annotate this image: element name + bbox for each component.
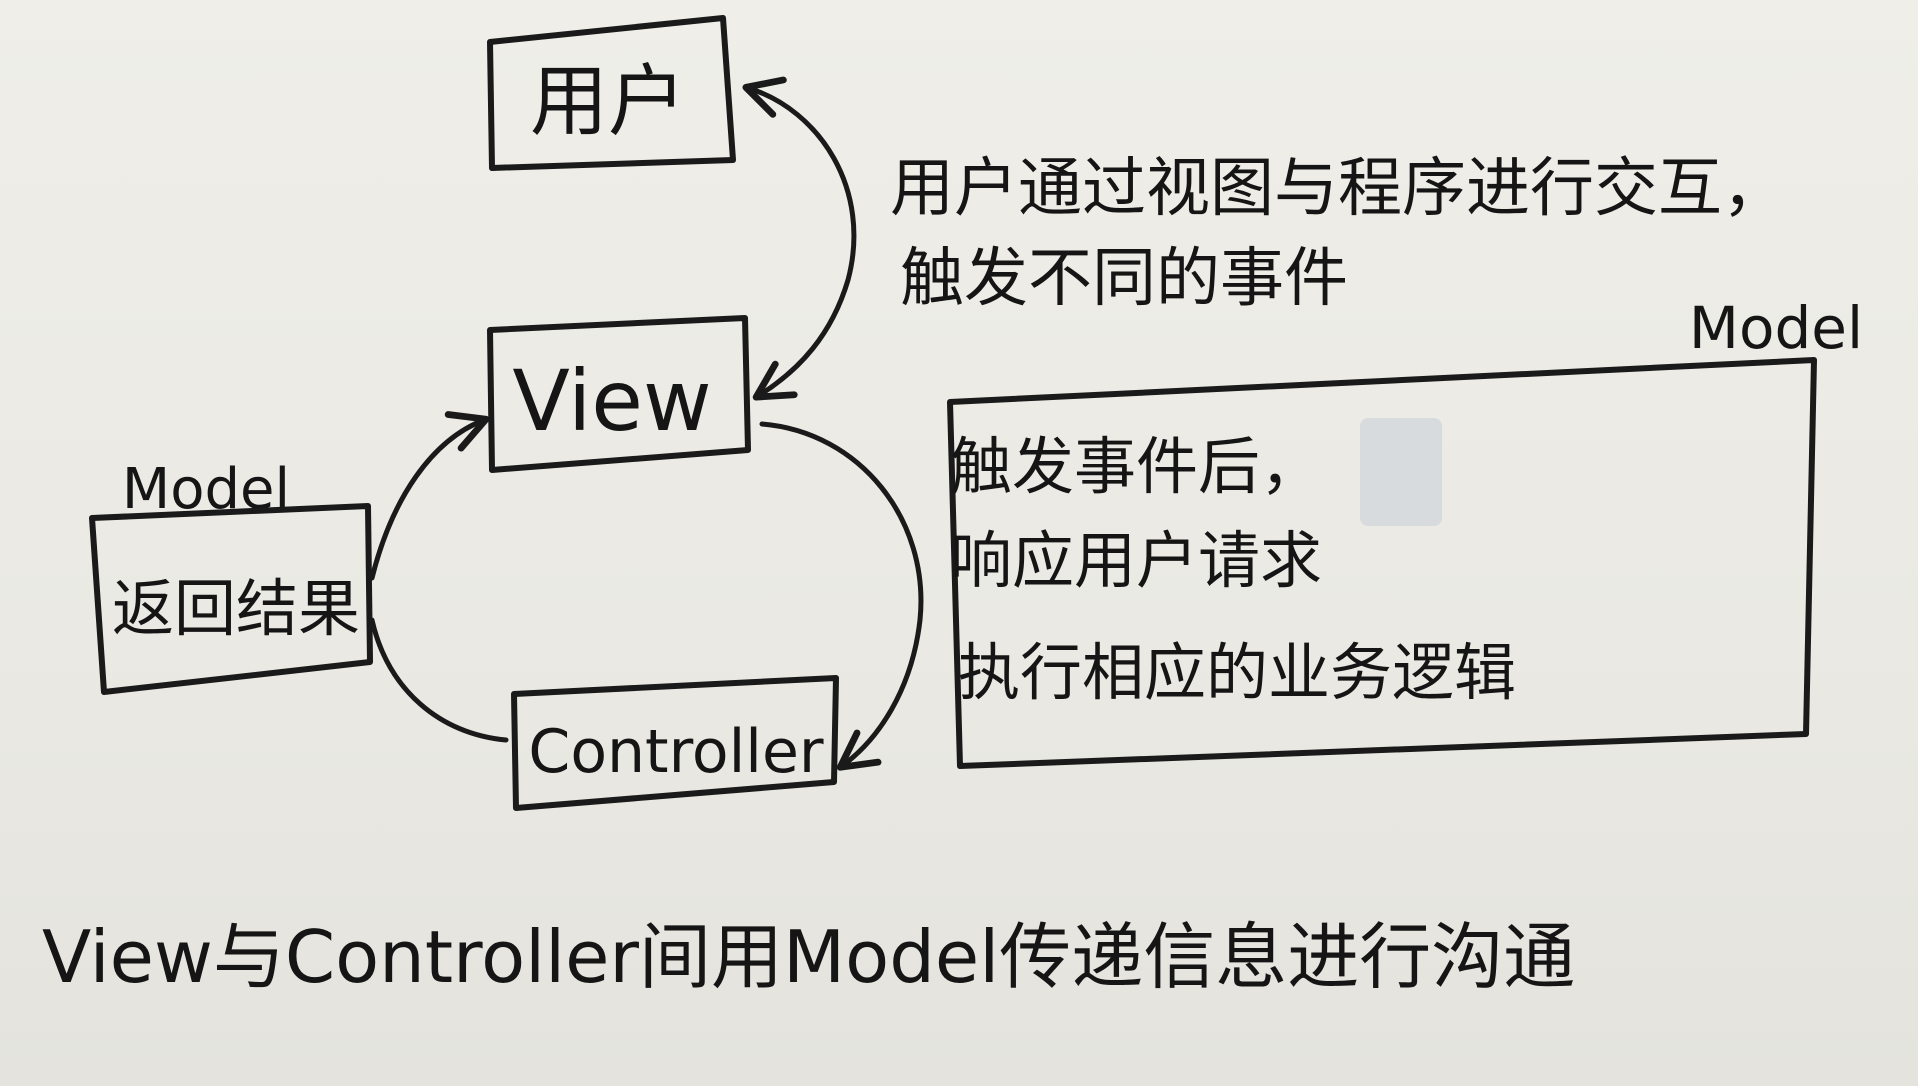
user-node: 用户 xyxy=(487,15,736,171)
controller-node: Controller xyxy=(511,675,839,811)
user-label: 用户 xyxy=(530,57,686,147)
model-left-box-label: 返回结果 xyxy=(112,572,360,645)
model-right-label: Model xyxy=(1689,294,1863,362)
arrow-controller-model xyxy=(369,617,509,743)
model-left-node: Model 返回结果 xyxy=(89,457,373,695)
model-left-box xyxy=(89,503,373,695)
user-box xyxy=(487,15,736,171)
model-right-note-1: 触发事件后， xyxy=(950,430,1322,503)
controller-box xyxy=(511,675,839,811)
model-right-note-2: 响应用户请求 xyxy=(950,524,1322,597)
paper-smudge xyxy=(1360,418,1442,526)
model-right-note-3: 执行相应的业务逻辑 xyxy=(958,636,1516,709)
user-view-note: 用户通过视图与程序进行交互， 触发不同的事件 xyxy=(890,152,1786,316)
controller-label: Controller xyxy=(528,717,823,787)
model-right-node: Model 触发事件后， 响应用户请求 执行相应的业务逻辑 xyxy=(947,294,1863,769)
view-label: View xyxy=(512,352,711,450)
user-view-note-1: 用户通过视图与程序进行交互， xyxy=(890,152,1786,226)
arrow-model-view xyxy=(369,411,490,581)
view-node: View xyxy=(487,315,751,473)
arrow-view-controller xyxy=(759,421,924,771)
user-view-note-2: 触发不同的事件 xyxy=(900,242,1348,316)
view-box xyxy=(487,315,751,473)
arrow-user-view xyxy=(742,76,857,401)
model-right-box xyxy=(947,357,1817,769)
footer-text: View与Controller间用Model传递信息进行沟通 xyxy=(42,915,1575,999)
